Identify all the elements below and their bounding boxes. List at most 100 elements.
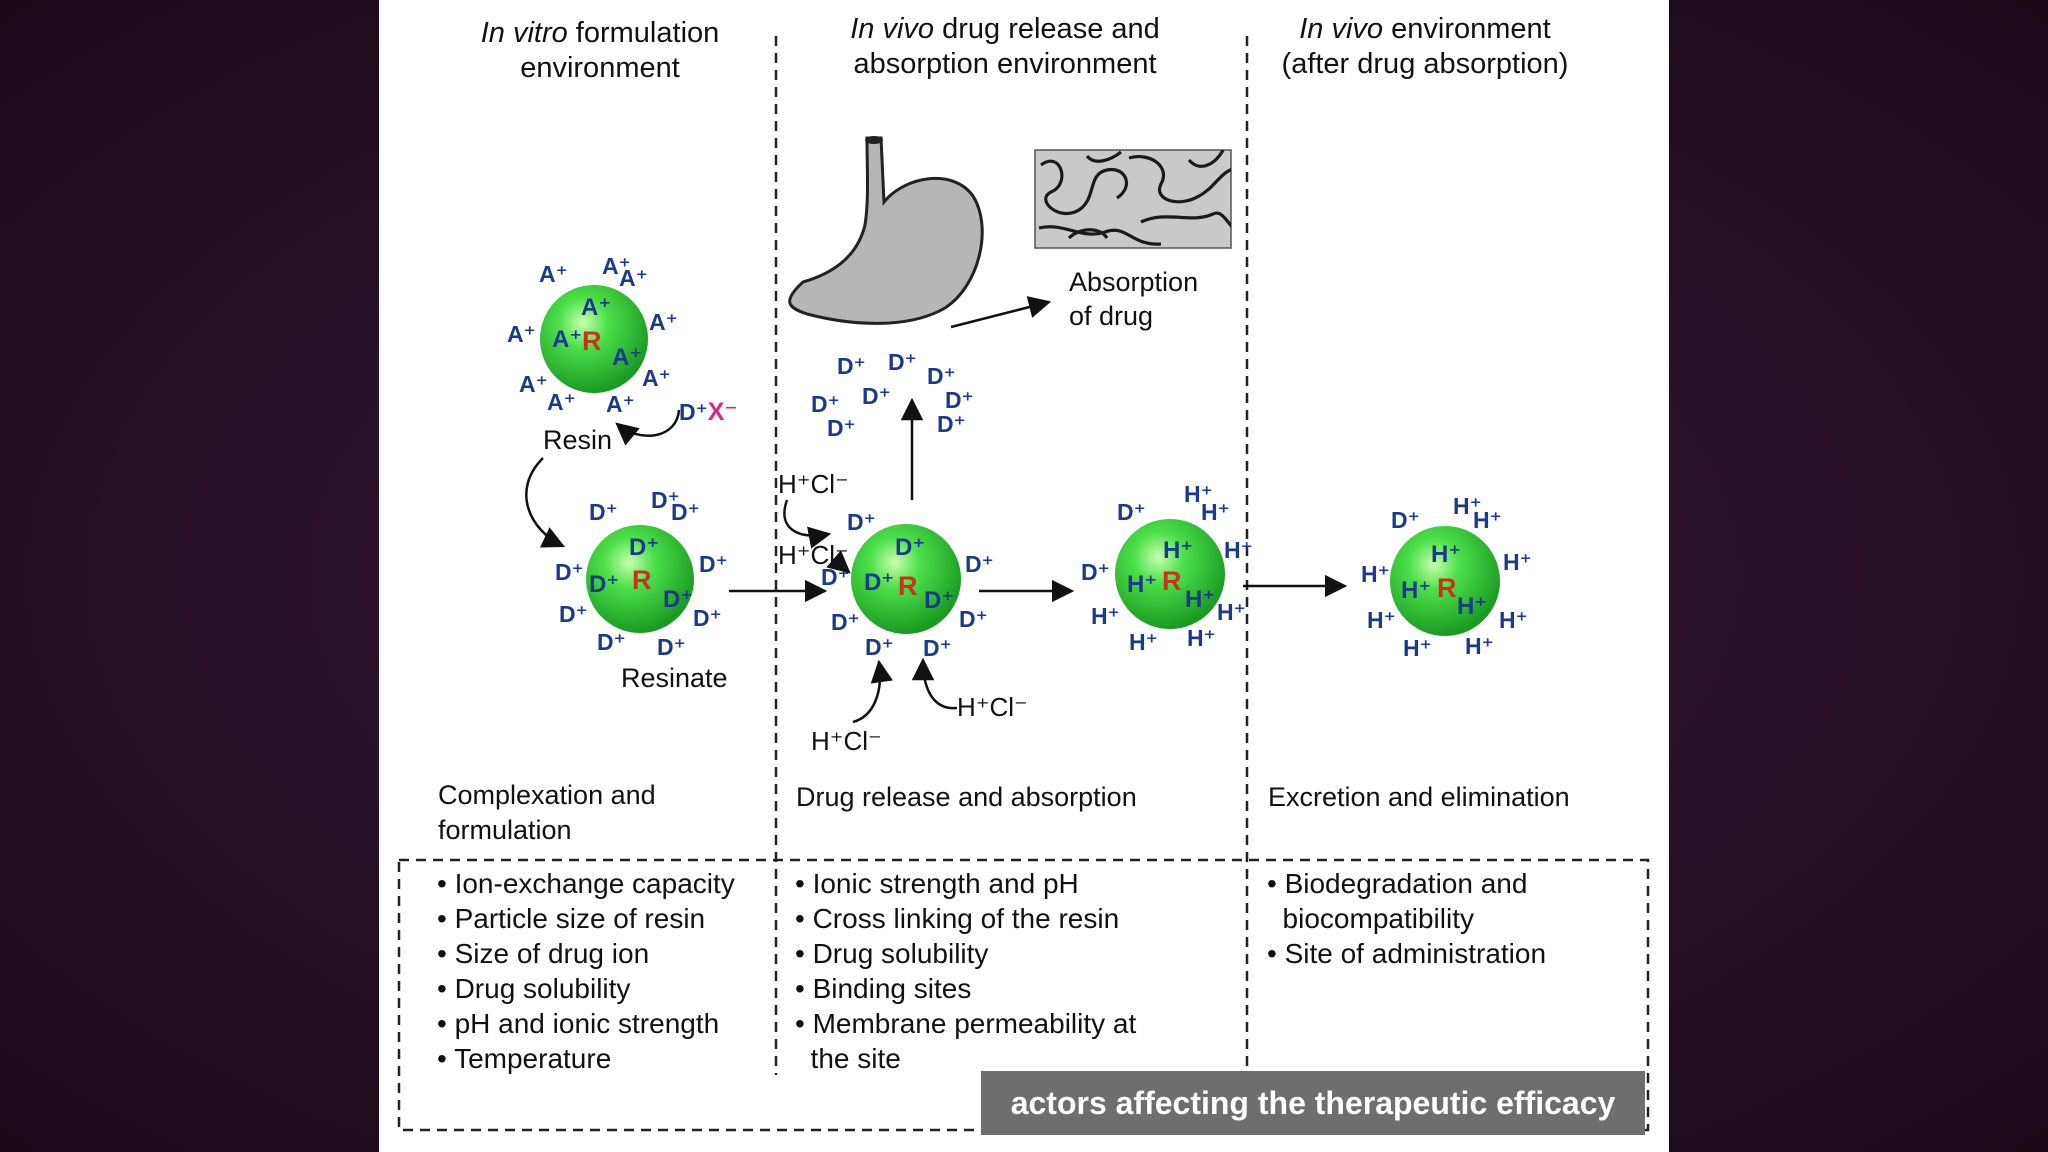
ion-a: A⁺: [602, 253, 631, 279]
ion-d: D⁺: [1391, 507, 1420, 533]
ion-d: D⁺: [663, 586, 693, 613]
factor-item: • Drug solubility: [437, 973, 630, 1004]
ion-h: H⁺: [1403, 635, 1432, 661]
ion-h: H⁺: [1499, 607, 1528, 633]
ion-d: D⁺: [959, 606, 988, 632]
stage-col3-line1: Excretion and elimination: [1268, 782, 1570, 812]
header-col1-line2: environment: [520, 52, 680, 84]
drug-loading-arrow: [615, 409, 681, 446]
spent-core-label: R: [1437, 573, 1457, 603]
ion-d: D⁺: [865, 634, 894, 660]
stage-col1-line2: formulation: [438, 815, 572, 845]
factor-item: • Size of drug ion: [437, 938, 649, 969]
factors-col3: • Biodegradation and biocompatibility • …: [1267, 868, 1546, 969]
ion-d: D⁺: [827, 415, 856, 441]
ion-d: D⁺: [589, 571, 619, 598]
ion-d: D⁺: [589, 499, 618, 525]
ion-a: A⁺: [539, 261, 568, 287]
resin-core-label: R: [582, 326, 602, 356]
ion-h: H⁺: [1453, 493, 1482, 519]
ion-a: A⁺: [606, 391, 635, 417]
ion-d: D⁺: [847, 509, 876, 535]
ion-h: H⁺: [1127, 571, 1157, 598]
ion-a: A⁺: [547, 389, 576, 415]
ion-d: D⁺: [559, 601, 588, 627]
ion-h: H⁺: [1367, 607, 1396, 633]
absorption-label-line2: of drug: [1069, 301, 1153, 331]
ions-exchanging: D⁺ D⁺ H⁺ H⁺ H⁺ H⁺ H⁺ H⁺ H⁺ H⁺ H⁺ H⁺: [1081, 481, 1253, 655]
acid-top-arrow: [783, 499, 832, 549]
ion-h: H⁺: [1224, 537, 1253, 563]
caption-banner: actors affecting the therapeutic efficac…: [981, 1071, 1645, 1135]
acid-bottom-right-arrow: [911, 657, 958, 710]
ion-d: D⁺: [862, 383, 891, 409]
ion-d: D⁺: [895, 534, 925, 561]
ion-h: H⁺: [1217, 599, 1246, 625]
ion-h: H⁺: [1184, 481, 1213, 507]
ion-d: D⁺: [657, 634, 686, 660]
ion-a: A⁺: [507, 321, 536, 347]
ion-d: D⁺: [937, 411, 966, 437]
header-col2-line1: In vivo drug release and: [850, 13, 1160, 45]
header-col1-line1: In vitro formulation: [481, 17, 720, 49]
ion-d: D⁺: [671, 499, 700, 525]
ion-a: A⁺: [552, 326, 582, 353]
ion-d: D⁺: [923, 635, 952, 661]
stage-col1-line1: Complexation and: [438, 780, 656, 810]
ion-h: H⁺: [1091, 603, 1120, 629]
ion-d: D⁺: [831, 609, 860, 635]
factor-item: • Biodegradation and: [1267, 868, 1527, 899]
ion-d: D⁺: [864, 569, 894, 596]
acid-label-middle: H⁺Cl⁻: [778, 540, 849, 570]
ion-d: D⁺: [927, 363, 956, 389]
factor-item: • Particle size of resin: [437, 903, 705, 934]
ion-a: A⁺: [649, 309, 678, 335]
stomach-opening: [865, 136, 883, 144]
resin-bead: [540, 285, 648, 393]
factor-item: • Drug solubility: [795, 938, 988, 969]
stage-col2-line1: Drug release and absorption: [796, 782, 1137, 812]
resin-to-resinate-arrow: [525, 457, 566, 548]
resin-label: Resin: [543, 425, 612, 455]
ion-d: D⁺: [945, 387, 974, 413]
drug-salt-label: D⁺X⁻: [679, 398, 738, 426]
ion-h: H⁺: [1431, 541, 1461, 568]
ion-h: H⁺: [1503, 549, 1532, 575]
stomach-illustration: [788, 136, 984, 325]
ion-a: A⁺: [642, 365, 671, 391]
factor-item: • Cross linking of the resin: [795, 903, 1119, 934]
ion-a: A⁺: [519, 371, 548, 397]
ion-h: H⁺: [1163, 537, 1193, 564]
acid-label-bottom-right: H⁺Cl⁻: [957, 692, 1028, 722]
factor-item: • Binding sites: [795, 973, 971, 1004]
ion-a: A⁺: [619, 265, 648, 291]
acid-label-bottom-left: H⁺Cl⁻: [811, 726, 882, 756]
acid-bottom-left-arrow: [852, 659, 893, 724]
ion-d: D⁺: [629, 534, 659, 561]
releasing-core-label: R: [898, 571, 918, 601]
ion-d: D⁺: [555, 559, 584, 585]
released-drug-ions: D⁺ D⁺ D⁺ D⁺ D⁺ D⁺ D⁺ D⁺: [811, 349, 974, 441]
acid-label-top: H⁺Cl⁻: [778, 469, 849, 499]
exchanging-bead: [1115, 519, 1225, 629]
ion-d: D⁺: [888, 349, 917, 375]
factor-item: • Ionic strength and pH: [795, 868, 1079, 899]
ion-h: H⁺: [1457, 593, 1487, 620]
ion-h: H⁺: [1473, 507, 1502, 533]
header-col3-line1: In vivo environment: [1299, 13, 1550, 45]
ion-h: H⁺: [1401, 577, 1431, 604]
resinate-label: Resinate: [621, 663, 728, 693]
ion-a: A⁺: [581, 294, 611, 321]
factor-item: • Site of administration: [1267, 938, 1546, 969]
ion-h: H⁺: [1185, 586, 1215, 613]
factor-item: • Temperature: [437, 1043, 611, 1074]
ion-d: D⁺: [837, 353, 866, 379]
ion-a: A⁺: [612, 344, 642, 371]
ion-d: D⁺: [924, 587, 954, 614]
header-col2-line2: absorption environment: [853, 48, 1156, 80]
factors-col2: • Ionic strength and pH • Cross linking …: [795, 868, 1136, 1074]
drug-ions-resinate: D⁺ D⁺ D⁺ D⁺ D⁺ D⁺ D⁺ D⁺ D⁺ D⁺ D⁺ D⁺: [555, 487, 728, 660]
absorption-arrow: [950, 296, 1052, 329]
ion-h: H⁺: [1361, 561, 1390, 587]
ion-h: H⁺: [1465, 633, 1494, 659]
